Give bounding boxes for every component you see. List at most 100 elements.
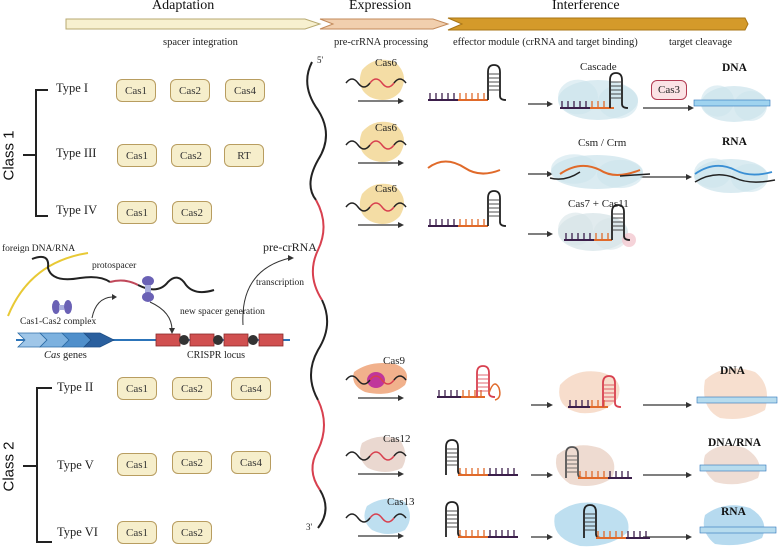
crrna-hairpin: [611, 204, 631, 241]
cas7-cas11-label: Cas7 + Cas11: [568, 198, 629, 210]
type-iii-cas1: Cas1: [117, 144, 157, 167]
type-ii-cas1: Cas1: [117, 377, 157, 400]
spacer-segment: [369, 375, 395, 385]
crrna-type-iii: [427, 160, 501, 175]
arrowhead: [112, 294, 117, 300]
pre-crrna-segment: [393, 202, 407, 208]
cas6-label-type-iii: Cas6: [375, 122, 397, 134]
crrna-hairpin: [583, 504, 603, 539]
pre-crrna-segment: [393, 375, 407, 381]
processing-arrow-head: [398, 533, 404, 539]
class-2-label: Class 2: [0, 441, 18, 492]
class-1-label: Class 1: [0, 130, 18, 181]
type-vi-cas1: Cas1: [117, 521, 157, 544]
foreign-dna-strand: [31, 255, 111, 283]
spacer-segment: [369, 513, 395, 523]
target-type-iii-rna: RNA: [722, 136, 747, 148]
subheader-target-cleavage: target cleavage: [669, 37, 733, 48]
crispr-locus-label: CRISPR locus: [187, 350, 246, 361]
cas-genes-chevrons: [17, 332, 115, 348]
class2-bracket: [23, 387, 52, 543]
type-iii-cleavage-complex-lobe: [694, 158, 731, 188]
type-i-cas2: Cas2: [170, 79, 210, 102]
crrna-hairpin: [476, 365, 496, 398]
processing-arrow-head: [398, 222, 404, 228]
cas12-effector-blob: [555, 445, 615, 486]
type-i-label: Type I: [56, 81, 89, 95]
pre-crrna-segment: [345, 513, 371, 523]
pre-crrna-strand: [306, 61, 329, 529]
crrna-hairpin: [445, 439, 465, 476]
five-prime-label: 5': [317, 55, 324, 65]
pre-crrna-segment: [345, 140, 371, 150]
cleavage-arrow-head: [686, 534, 692, 540]
cas1-cas2-complex-icon: [52, 300, 72, 314]
cas9-label: Cas9: [383, 355, 405, 367]
pre-crrna-segment: [345, 451, 371, 461]
cas12-label: Cas12: [383, 433, 411, 445]
crrna-hairpin: [602, 375, 622, 408]
processing-enzyme-blob: [359, 121, 404, 163]
target-dna-duplex: [693, 99, 771, 107]
type-iv-label: Type IV: [56, 203, 98, 217]
processing-enzyme-blob: [359, 183, 404, 225]
adaptation-arrow: [65, 18, 322, 30]
cas13-effector-blob: [554, 502, 629, 547]
pre-crrna-segment: [345, 202, 371, 212]
csm-crm-label: Csm / Crm: [578, 137, 627, 149]
phase-interference: Interference: [552, 0, 620, 13]
processing-arrow-head: [398, 160, 404, 166]
type-v-label: Type V: [57, 458, 94, 472]
cascade-label: Cascade: [580, 61, 617, 73]
spacer-segment: [369, 451, 395, 461]
arrow-complex-to-strand: [91, 296, 113, 319]
three-prime-label: 3': [306, 522, 313, 532]
cas3-arrow-head: [688, 105, 694, 111]
cleavage-arrow-head: [686, 472, 692, 478]
crrna-hairpin: [487, 190, 507, 227]
flow-arrow-head: [547, 101, 553, 107]
type-vi-label: Type VI: [57, 525, 98, 539]
type-iv-cas2: Cas2: [172, 201, 212, 224]
flow-arrow-head: [547, 534, 553, 540]
crrna-hairpin: [609, 72, 629, 109]
type-iii-label: Type III: [56, 146, 97, 160]
foreign-dna-label: foreign DNA/RNA: [2, 244, 76, 254]
cleavage-arrow-head: [686, 402, 692, 408]
processing-arrow-head: [398, 395, 404, 401]
processing-arrow-head: [398, 471, 404, 477]
subheader-spacer-integration: spacer integration: [163, 37, 238, 48]
pre-crrna-segment: [345, 375, 371, 385]
spacer-segment: [369, 78, 395, 88]
csm-crrna: [559, 164, 641, 176]
pre-crrna-segment: [393, 513, 407, 519]
spacer-segment: [369, 140, 395, 150]
cas7-cas11-complex-lobe: [593, 218, 628, 250]
tracrrna-tail: [488, 383, 501, 401]
type-ii-target-blob: [704, 368, 768, 419]
crispr-locus: [155, 333, 284, 347]
type-ii-target-dna: [696, 396, 778, 404]
type-v-cas1: Cas1: [117, 453, 157, 476]
type-ii-cas2: Cas2: [172, 377, 212, 400]
cleavage-arrow-head: [686, 174, 692, 180]
protospacer-label: protospacer: [92, 261, 137, 271]
cas1-cas2-bound-icon: [142, 276, 154, 302]
type-v-cas4: Cas4: [231, 451, 271, 474]
target-type-ii-dna: DNA: [720, 365, 745, 377]
protospacer-strand: [109, 279, 139, 286]
pre-crrna-segment: [393, 140, 407, 146]
cascade-complex-lobe: [598, 85, 638, 119]
type-iv-cas1: Cas1: [117, 201, 157, 224]
class1-bracket: [23, 89, 48, 217]
flow-arrow-head: [547, 171, 553, 177]
target-type-v-dna-rna: DNA/RNA: [708, 437, 762, 449]
subheader-pre-crrna-processing: pre-crRNA processing: [334, 37, 429, 48]
type-iii-rt: RT: [224, 144, 264, 167]
type-i-cas4: Cas4: [225, 79, 265, 102]
new-spacer-label: new spacer generation: [180, 307, 265, 317]
type-iii-cas2: Cas2: [171, 144, 211, 167]
type-v-target-duplex: [699, 464, 767, 472]
cascade-complex-lobe: [558, 79, 598, 115]
